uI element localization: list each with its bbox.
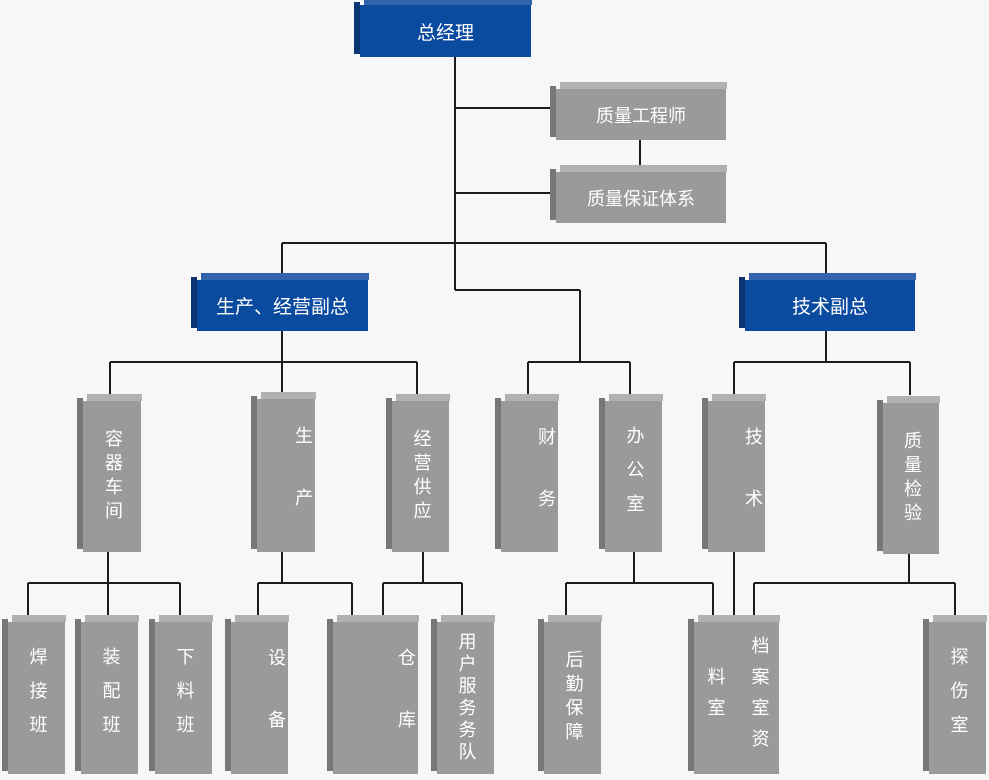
quality-assurance-box: 质量保证体系 — [550, 165, 727, 223]
quality-engineer-label: 质量工程师 — [596, 105, 686, 127]
quality-inspection-box: 质量检验 — [877, 396, 940, 554]
finance-label: 财务 — [535, 426, 556, 551]
general-manager-label: 总经理 — [416, 21, 474, 44]
customer-service-label: 用户服务务队 — [455, 632, 477, 764]
vp-production-label: 生产、经营副总 — [215, 296, 349, 318]
cutting-team-label: 下料班 — [173, 647, 195, 749]
logistics-label: 后勤保障 — [562, 650, 584, 746]
supply-label: 经营供应 — [410, 428, 432, 525]
ndt-room-label: 探伤室 — [947, 647, 969, 749]
production-box: 生产 — [251, 392, 316, 552]
ndt-room-box: 探伤室 — [923, 615, 987, 774]
vp-technical-label: 技术副总 — [791, 296, 868, 318]
supply-box: 经营供应 — [386, 394, 450, 552]
logistics-box: 后勤保障 — [538, 615, 602, 774]
general-manager-box: 总经理 — [354, 0, 532, 57]
finance-box: 财务 — [495, 394, 559, 552]
quality-assurance-label: 质量保证体系 — [587, 188, 695, 210]
welding-team-label: 焊接班 — [26, 647, 48, 749]
assembly-team-label: 装配班 — [99, 647, 121, 749]
welding-team-box: 焊接班 — [2, 615, 66, 774]
quality-engineer-box: 质量工程师 — [550, 82, 727, 140]
container-workshop-label: 容器车间 — [102, 428, 123, 525]
archive-room-label: 档案室资料室 — [704, 636, 770, 760]
tech-label: 技术 — [742, 426, 763, 551]
tech-box: 技术 — [702, 394, 766, 552]
customer-service-box: 用户服务务队 — [431, 615, 495, 774]
vp-production-box: 生产、经营副总 — [191, 273, 369, 331]
archive-room-box: 档案室资料室 — [688, 615, 780, 774]
office-label: 办公室 — [623, 425, 645, 528]
container-workshop-box: 容器车间 — [77, 394, 142, 552]
vp-technical-box: 技术副总 — [739, 273, 916, 331]
office-box: 办公室 — [599, 394, 663, 552]
warehouse-box: 仓库 — [327, 615, 419, 774]
equipment-box: 设备 — [225, 615, 289, 774]
equipment-label: 设备 — [265, 648, 286, 772]
cutting-team-box: 下料班 — [149, 615, 213, 774]
warehouse-label: 仓库 — [395, 648, 416, 772]
production-label: 生产 — [292, 425, 313, 550]
assembly-team-box: 装配班 — [75, 615, 139, 774]
quality-inspection-label: 质量检验 — [901, 430, 922, 527]
